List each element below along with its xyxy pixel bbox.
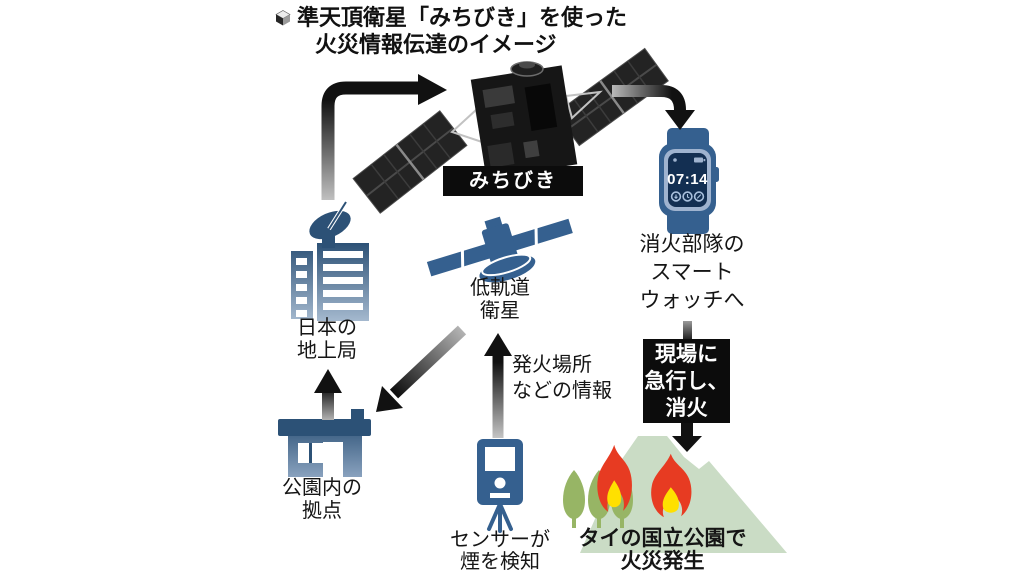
arrow-ground-station-to-michibiki [321,74,447,200]
caption-line: タイの国立公園で [578,527,747,550]
caption-line: 消火部隊の [639,233,745,256]
action-line: 急行し、 [644,370,729,393]
park-base-caption: 公園内の 拠点 [267,477,377,523]
action-box: 現場に 急行し、 消火 [643,339,730,423]
ground-station-icon [291,200,369,321]
sensor-caption: センサーが 煙を検知 [425,529,575,573]
leo-satellite-caption: 低軌道 衛星 [445,277,555,323]
caption-line: 煙を検知 [460,551,540,573]
park-base-icon [278,409,371,477]
smartwatch-caption: 消火部隊の スマート ウォッチへ [612,231,772,315]
caption-line: 低軌道 [470,277,530,299]
smartwatch-icon [659,128,719,234]
caption-line: 発火場所 [512,354,592,376]
caption-line: などの情報 [512,380,612,402]
flame-icon [651,453,692,518]
arrow-action-box-to-fire [672,423,702,452]
info-arrow-label: 発火場所 などの情報 [512,352,662,404]
watch-time: 07:14 [667,171,708,188]
battery-icon [694,157,706,163]
satellite-dish-icon [309,200,351,240]
arrow-sensor-to-leo [484,333,512,438]
caption-line: ウォッチへ [639,289,745,312]
title-line: 準天頂衛星「みちびき」を使った [297,5,628,30]
michibiki-label: みちびき [443,166,583,196]
title: 準天頂衛星「みちびき」を使った 火災情報伝達のイメージ [274,4,627,58]
arrow-michibiki-to-watch [612,85,695,130]
title-line: 火災情報伝達のイメージ [315,32,557,57]
caption-line: 公園内の [282,477,362,499]
arrow-park-base-to-ground-station [314,369,342,420]
fire-site-caption: タイの国立公園で 火災発生 [540,527,785,573]
sensor-icon [477,439,523,533]
action-line: 現場に [655,343,718,366]
caption-line: 地上局 [297,340,357,362]
cube-icon [275,9,291,25]
leo-satellite-icon [426,216,573,283]
fire-scene-illustration [563,436,787,553]
caption-line: 衛星 [480,300,520,322]
caption-line: 日本の [297,317,357,339]
caption-line: 拠点 [302,500,342,522]
flame-icon [597,444,632,512]
ground-station-caption: 日本の 地上局 [272,317,382,363]
signal-dot-icon [673,158,677,162]
arrow-leo-to-park-base [376,325,467,412]
action-line: 消火 [665,397,708,420]
caption-line: 火災発生 [620,550,705,573]
complication-icons [670,191,705,202]
caption-line: センサーが [450,529,550,551]
caption-line: スマート [650,261,734,284]
connector-watch-caption-to-action-box [683,321,692,340]
